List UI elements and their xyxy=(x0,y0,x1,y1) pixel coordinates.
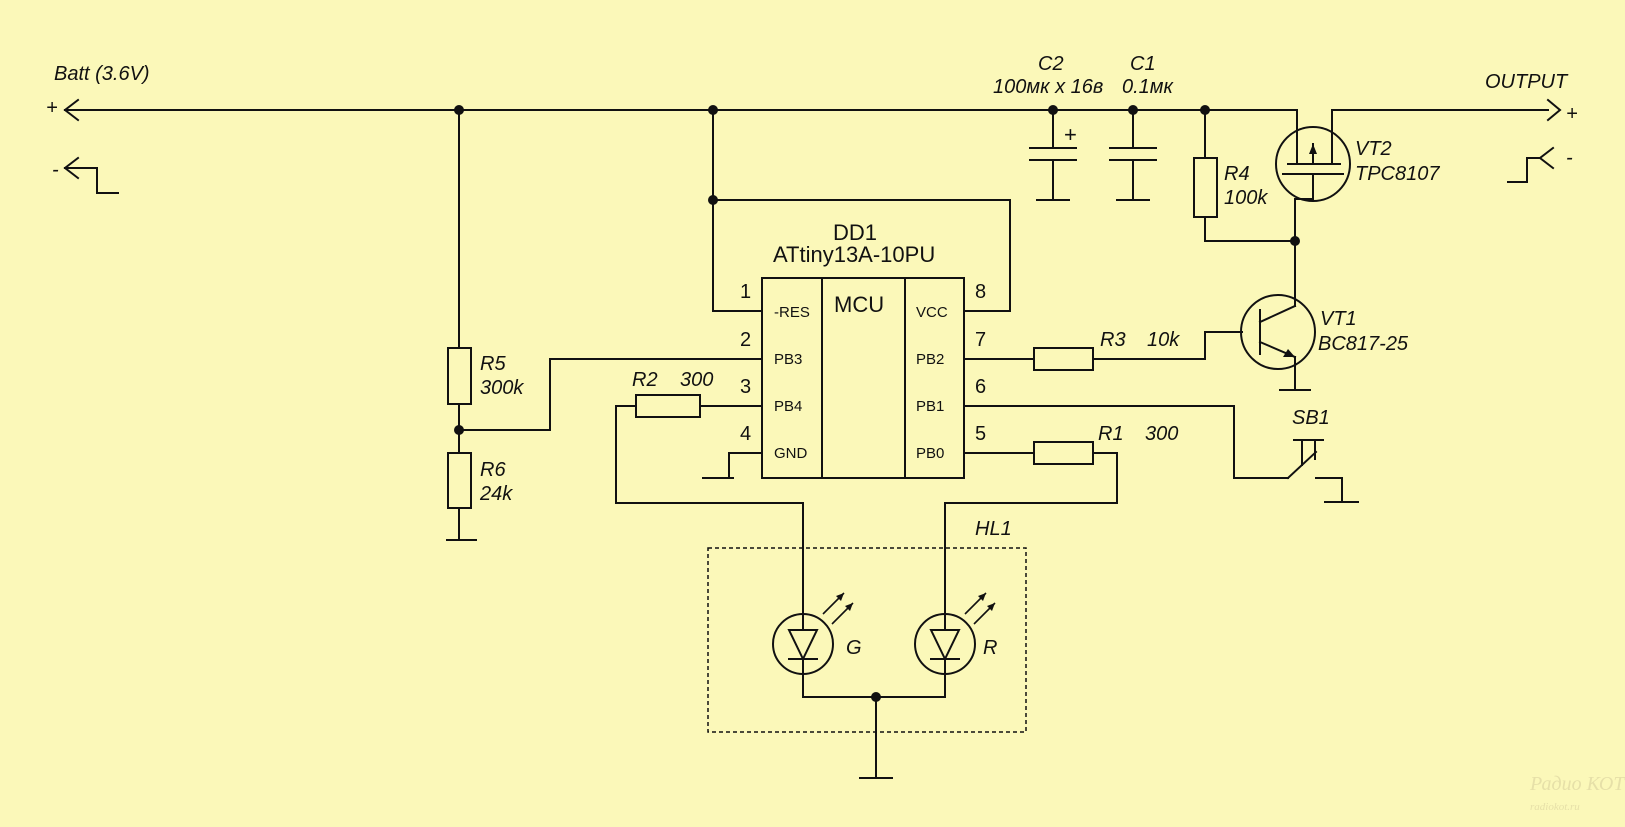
watermark-url: radiokot.ru xyxy=(1530,801,1580,813)
pin7-num: 7 xyxy=(975,329,986,351)
watermark-title: Радио КОТ xyxy=(1529,773,1625,795)
r1-ref: R1 xyxy=(1098,423,1124,445)
vt1-ref: VT1 xyxy=(1320,308,1357,330)
mcu-dd1: DD1 ATtiny13A-10PU MCU -RES PB3 PB4 GND … xyxy=(740,220,986,479)
r6-value: 24k xyxy=(479,483,513,505)
r4-value: 100k xyxy=(1224,187,1268,209)
r3-ref: R3 xyxy=(1100,329,1126,351)
resistor-r6: R6 24k xyxy=(447,452,513,509)
vt2-ref: VT2 xyxy=(1355,138,1392,160)
batt-plus-sign: + xyxy=(46,97,58,119)
output-label: OUTPUT xyxy=(1485,71,1569,93)
pin6-num: 6 xyxy=(975,376,986,398)
batt-label: Batt (3.6V) xyxy=(54,63,150,85)
c1-ref: C1 xyxy=(1130,53,1156,75)
c2-ref: C2 xyxy=(1038,53,1064,75)
transistor-vt1: VT1 BC817-25 xyxy=(1240,294,1409,370)
led-red: R xyxy=(914,592,997,675)
led-hl1: HL1 G R xyxy=(707,518,1027,733)
r4-ref: R4 xyxy=(1224,163,1250,185)
wires xyxy=(64,109,1549,779)
sb1-ref: SB1 xyxy=(1292,407,1330,429)
output-connector: + - OUTPUT xyxy=(1485,71,1578,183)
pin8-name: VCC xyxy=(916,304,948,321)
resistor-r2: R2 300 xyxy=(632,369,713,418)
pin5-num: 5 xyxy=(975,423,986,445)
pin7-name: PB2 xyxy=(916,351,944,368)
vt2-value: TPC8107 xyxy=(1355,163,1440,185)
r6-ref: R6 xyxy=(480,459,506,481)
hl1-ref: HL1 xyxy=(975,518,1012,540)
pin3-num: 3 xyxy=(740,376,751,398)
r1-value: 300 xyxy=(1145,423,1178,445)
pin4-name: GND xyxy=(774,445,808,462)
mcu-center-label: MCU xyxy=(834,292,884,317)
resistor-r1: R1 300 xyxy=(1033,423,1178,465)
r5-value: 300k xyxy=(480,377,524,399)
pin1-name: -RES xyxy=(774,304,810,321)
pin8-num: 8 xyxy=(975,281,986,303)
resistor-r5: R5 300k xyxy=(447,347,524,405)
mcu-ref: DD1 xyxy=(833,220,877,245)
mosfet-vt2: VT2 TPC8107 xyxy=(1275,126,1440,202)
pushbutton-sb1: SB1 xyxy=(1286,407,1330,480)
r3-value: 10k xyxy=(1147,329,1180,351)
led-green: G xyxy=(772,592,862,675)
resistor-r4: R4 100k xyxy=(1193,157,1268,218)
led-g-label: G xyxy=(846,637,862,659)
r2-value: 300 xyxy=(680,369,713,391)
r2-ref: R2 xyxy=(632,369,658,391)
output-minus-sign: - xyxy=(1566,147,1573,169)
pin1-num: 1 xyxy=(740,281,751,303)
capacitor-c1: C1 0.1мк xyxy=(1109,53,1175,161)
output-plus-sign: + xyxy=(1566,103,1578,125)
pin2-name: PB3 xyxy=(774,351,802,368)
pin6-name: PB1 xyxy=(916,398,944,415)
c2-value: 100мк х 16в xyxy=(993,76,1103,98)
pin5-name: PB0 xyxy=(916,445,944,462)
capacitor-c2: + C2 100мк х 16в xyxy=(993,53,1103,161)
c2-polarity: + xyxy=(1064,122,1077,147)
resistor-r3: R3 10k xyxy=(1033,329,1180,371)
battery-connector: + - Batt (3.6V) xyxy=(46,63,150,194)
vt1-value: BC817-25 xyxy=(1318,333,1409,355)
pin3-name: PB4 xyxy=(774,398,802,415)
batt-minus-sign: - xyxy=(52,159,59,181)
pin4-num: 4 xyxy=(740,423,751,445)
led-r-label: R xyxy=(983,637,997,659)
junction-dots xyxy=(454,105,1300,702)
pin2-num: 2 xyxy=(740,329,751,351)
watermark-logo: Радио КОТ radiokot.ru xyxy=(1529,773,1625,813)
mcu-part: ATtiny13A-10PU xyxy=(773,242,935,267)
c1-value: 0.1мк xyxy=(1122,76,1175,98)
r5-ref: R5 xyxy=(480,353,506,375)
